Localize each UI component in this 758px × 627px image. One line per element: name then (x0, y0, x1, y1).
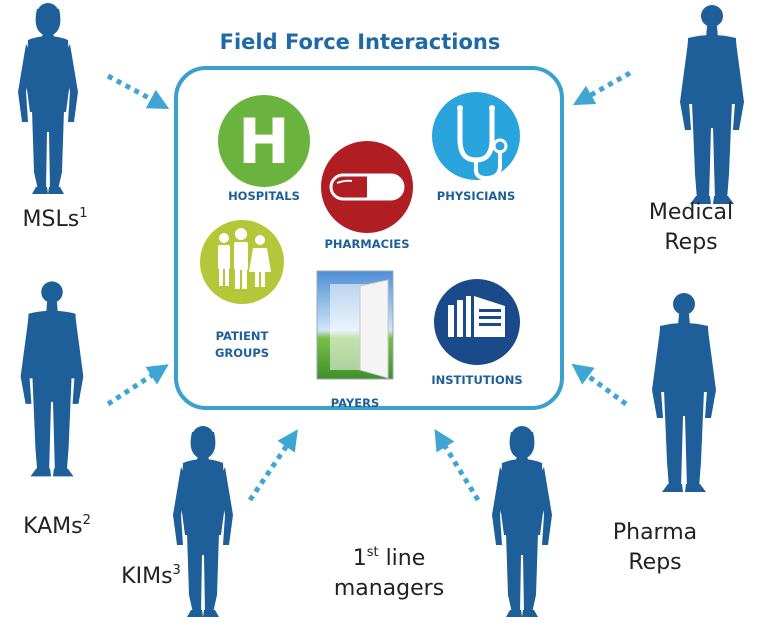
label-physicians: PHYSICIANS (436, 189, 516, 203)
pharma-rep-silhouette (652, 293, 716, 492)
medical-reps-line2: Reps (664, 230, 718, 255)
arrow-medical-reps (572, 70, 632, 106)
label-patient-groups-line2: GROUPS (214, 346, 270, 360)
pill-icon (321, 141, 413, 233)
hospital-icon: H (218, 95, 310, 187)
arrows (106, 70, 632, 502)
arrow-first-line-managers (434, 429, 481, 502)
stethoscope-icon (432, 92, 520, 181)
label-pharmacies: PHARMACIES (324, 237, 410, 251)
medical-rep-silhouette (680, 5, 744, 204)
label-kims: KIMs3 (96, 562, 206, 592)
kam-silhouette (20, 281, 84, 477)
arrow-kims (247, 429, 298, 502)
kims-text: KIMs (121, 564, 173, 589)
first-line-managers-line1: 1st line (316, 544, 462, 574)
label-medical-reps: Medical Reps (624, 198, 758, 258)
first-line-rest: line (378, 546, 426, 571)
label-pharma-reps: Pharma Reps (590, 518, 720, 578)
first-line-ordinal: st (366, 545, 379, 560)
hospital-letter: H (238, 105, 290, 178)
kims-footnote: 3 (172, 563, 181, 578)
first-line-prefix: 1 (352, 546, 367, 571)
msls-footnote: 1 (79, 206, 88, 221)
label-patient-groups: PATIENT GROUPS (182, 328, 302, 362)
first-line-managers-line2: managers (333, 576, 445, 601)
medical-reps-line1: Medical (648, 200, 734, 225)
kams-footnote: 2 (82, 513, 91, 528)
label-kams: KAMs2 (2, 512, 112, 542)
arrow-kams (106, 364, 169, 407)
kams-text: KAMs (23, 514, 83, 539)
pharma-reps-line1: Pharma (612, 520, 698, 545)
diagram-title: Field Force Interactions (219, 30, 501, 54)
msl-silhouette (18, 3, 78, 194)
arrow-msls (106, 73, 170, 109)
label-hospitals: HOSPITALS (228, 189, 300, 203)
family-icon (200, 220, 284, 304)
first-line-manager-silhouette (492, 426, 552, 617)
label-institutions: INSTITUTIONS (431, 373, 523, 387)
label-patient-groups-line1: PATIENT (215, 329, 269, 343)
label-msls: MSLs1 (0, 205, 110, 235)
label-payers: PAYERS (330, 396, 380, 410)
building-icon (434, 279, 520, 365)
arrow-pharma-reps (571, 363, 628, 407)
msls-text: MSLs (22, 207, 80, 232)
door-icon (316, 270, 394, 380)
label-first-line-managers: 1st line managers (316, 544, 462, 604)
pharma-reps-line2: Reps (628, 550, 682, 575)
